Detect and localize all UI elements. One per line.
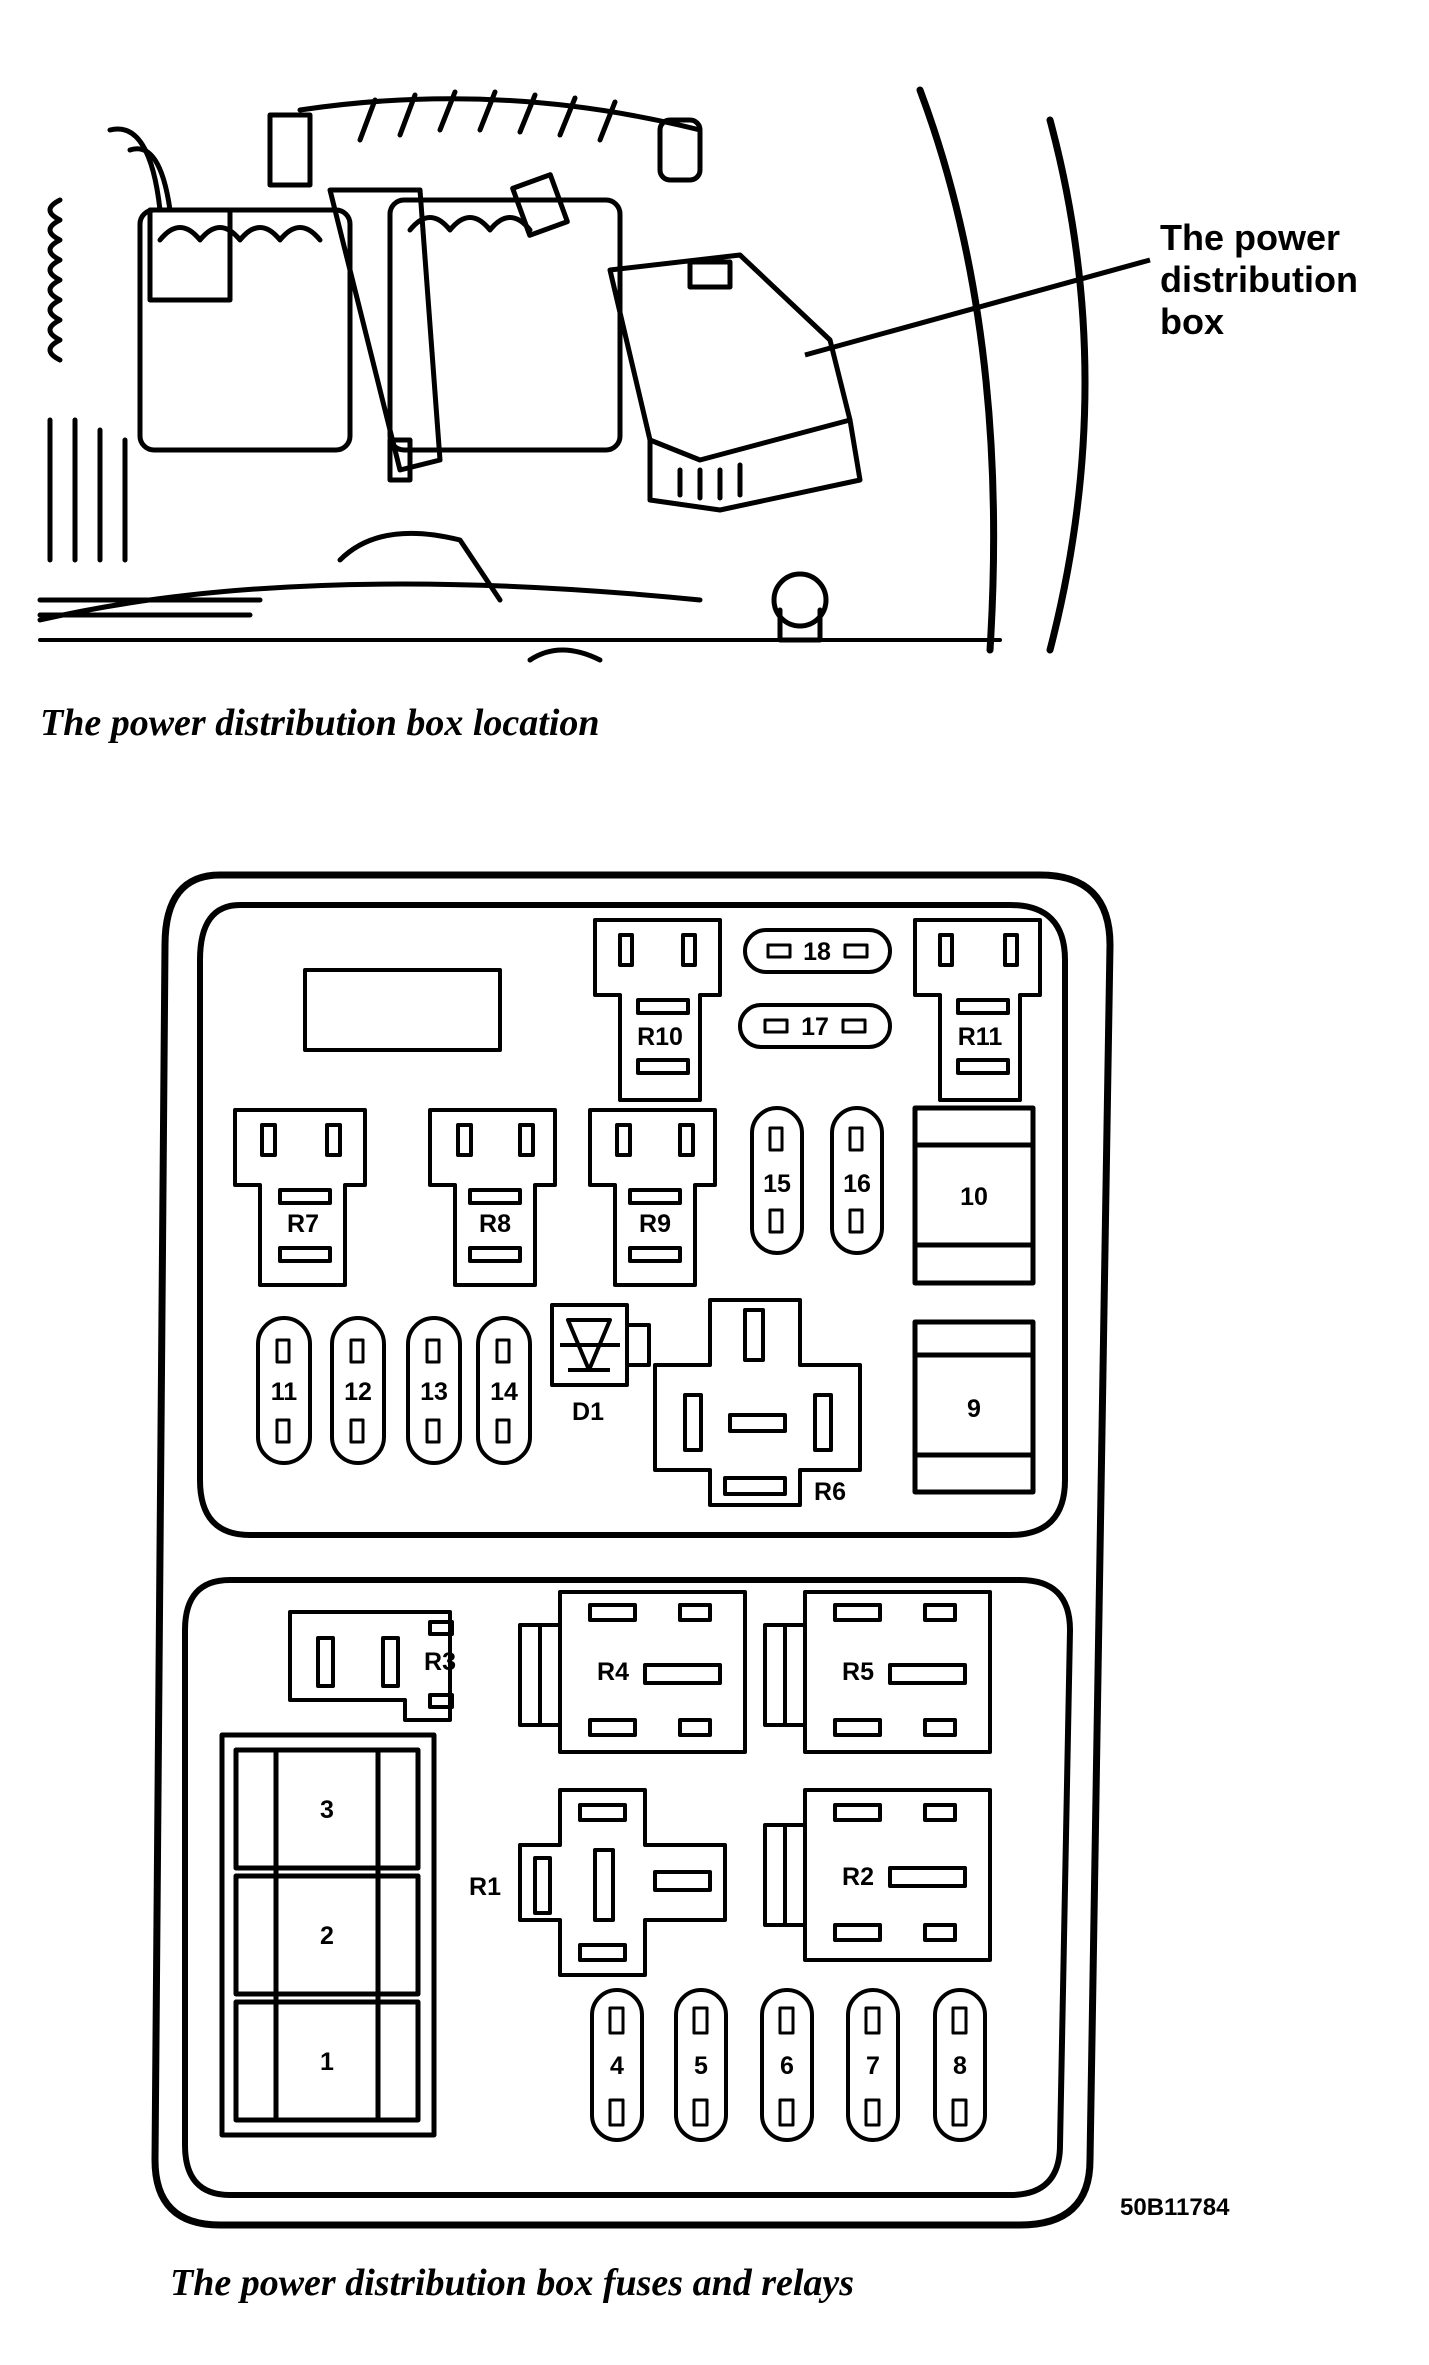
relay-r11-label: R11: [958, 1023, 1003, 1051]
fuse-8-outline: [933, 1988, 987, 2142]
fuse-16-label: 16: [843, 1170, 871, 1198]
fuse-12-outline: [330, 1316, 386, 1465]
diode-d1-outline: [550, 1303, 651, 1387]
fuse-17-label: 17: [801, 1013, 829, 1041]
top-figure-caption: The power distribution box location: [40, 702, 600, 744]
fuse-8-label: 8: [953, 2052, 967, 2080]
fuse-14-label: 14: [490, 1378, 518, 1406]
fuse-3-label: 3: [320, 1796, 334, 1824]
fuse-10-outline: [912, 1105, 1036, 1286]
fuse-10-label: 10: [960, 1183, 988, 1211]
lower-compartment: [182, 1577, 1073, 2198]
relay-r8-label: R8: [479, 1210, 511, 1238]
fuse-7-outline: [846, 1988, 900, 2142]
fuse-9-outline: [912, 1319, 1036, 1495]
fuse-6-label: 6: [780, 2052, 794, 2080]
callout-label-line-1: The power: [1160, 217, 1340, 258]
relay-r3-label: R3: [424, 1648, 456, 1676]
fuse-13-outline: [406, 1316, 462, 1465]
fuse-box-outer-housing: [151, 871, 1114, 2229]
fuse-1-label: 1: [320, 2048, 334, 2076]
relay-r7-outline: [233, 1108, 367, 1287]
relay-r2-outline: [763, 1788, 992, 1962]
relay-r7-label: R7: [287, 1210, 319, 1238]
relay-r5-label: R5: [842, 1658, 874, 1686]
relay-r6-outline: [653, 1298, 862, 1507]
relay-r9-outline: [588, 1108, 717, 1287]
fuse-15-outline: [750, 1106, 804, 1255]
fuse-box-diagram: [151, 871, 1114, 2229]
relay-r6-label: R6: [814, 1478, 846, 1506]
fuse-2-label: 2: [320, 1922, 334, 1950]
callout-label-line-2: distribution: [1160, 259, 1358, 300]
fuse-11-label: 11: [271, 1378, 298, 1406]
bottom-figure-caption: The power distribution box fuses and rel…: [170, 2262, 854, 2304]
fuse-17-outline: [738, 1003, 892, 1049]
relay-r1-outline: [518, 1788, 727, 1977]
fuse-15-label: 15: [763, 1170, 791, 1198]
relay-r1-label: R1: [469, 1873, 501, 1901]
diode-d1-label: D1: [572, 1398, 604, 1426]
engine-bay-illustration: [37, 86, 1089, 663]
relay-r5-outline: [763, 1590, 992, 1754]
label-plate: [303, 968, 502, 1052]
fuse-4-label: 4: [610, 2052, 624, 2080]
fuse-18-label: 18: [803, 938, 831, 966]
reference-code: 50B11784: [1120, 2194, 1230, 2221]
fuse-5-outline: [674, 1988, 728, 2142]
relay-r8-outline: [428, 1108, 557, 1287]
fuse-16-outline: [830, 1106, 884, 1255]
relay-r4-outline: [518, 1590, 747, 1754]
relay-r11-outline: [913, 918, 1042, 1102]
callout-leader-line: [804, 257, 1151, 358]
fuse-9-label: 9: [967, 1395, 981, 1423]
fuse-14-outline: [476, 1316, 532, 1465]
relay-r3-outline: [288, 1610, 454, 1722]
fuse-18-outline: [743, 928, 892, 974]
relay-r2-label: R2: [842, 1863, 874, 1891]
fuse-11-outline: [256, 1316, 312, 1465]
fuse-6-outline: [760, 1988, 814, 2142]
relay-r10-outline: [593, 918, 722, 1102]
relay-r4-label: R4: [597, 1658, 629, 1686]
fuse-7-label: 7: [866, 2052, 880, 2080]
relay-r10-label: R10: [637, 1023, 683, 1051]
maxi-fuse-block: [219, 1732, 437, 2138]
callout-label-line-3: box: [1160, 301, 1224, 342]
fuse-4-outline: [590, 1988, 644, 2142]
fuse-13-label: 13: [420, 1378, 448, 1406]
fuse-12-label: 12: [344, 1378, 372, 1406]
fuse-5-label: 5: [694, 2052, 708, 2080]
relay-r9-label: R9: [639, 1210, 671, 1238]
upper-compartment: [197, 902, 1068, 1538]
